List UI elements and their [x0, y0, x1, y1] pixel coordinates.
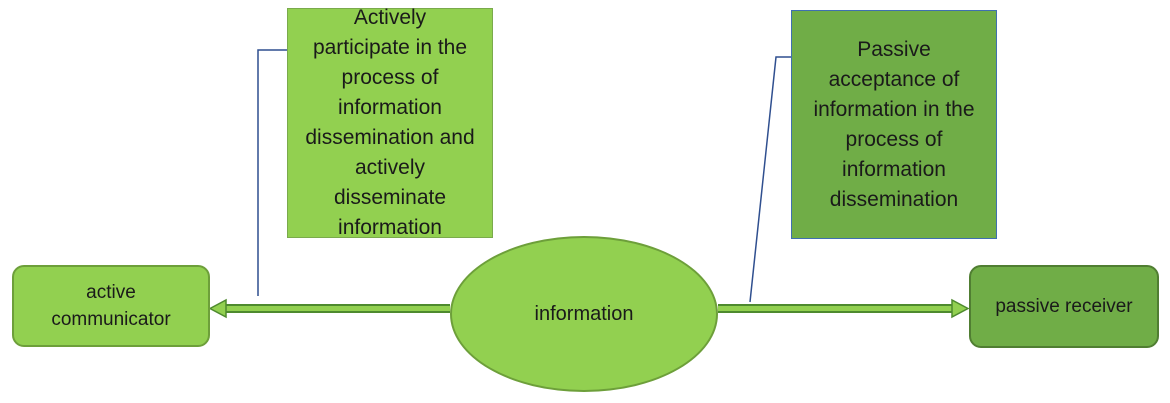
callout-active-text: Actively participate in the process of i…: [305, 6, 475, 239]
callout-active-description: Actively participate in the process of i…: [287, 6, 493, 239]
node-passive-receiver-label: passive receiver: [995, 295, 1133, 317]
node-passive-receiver: passive receiver: [969, 265, 1159, 348]
arrow-to-active-communicator: [208, 298, 450, 319]
node-information-label: information: [534, 302, 634, 325]
arrow-to-passive-receiver: [718, 298, 970, 319]
node-active-communicator: active communicator: [12, 265, 210, 347]
node-active-communicator-label: active communicator: [51, 282, 171, 330]
callout-left-leader: [257, 49, 287, 296]
callout-right-leader: [749, 56, 791, 303]
callout-passive-description: Passive acceptance of information in the…: [791, 10, 997, 239]
callout-passive-text: Passive acceptance of information in the…: [813, 37, 975, 211]
node-information: information: [450, 236, 718, 392]
